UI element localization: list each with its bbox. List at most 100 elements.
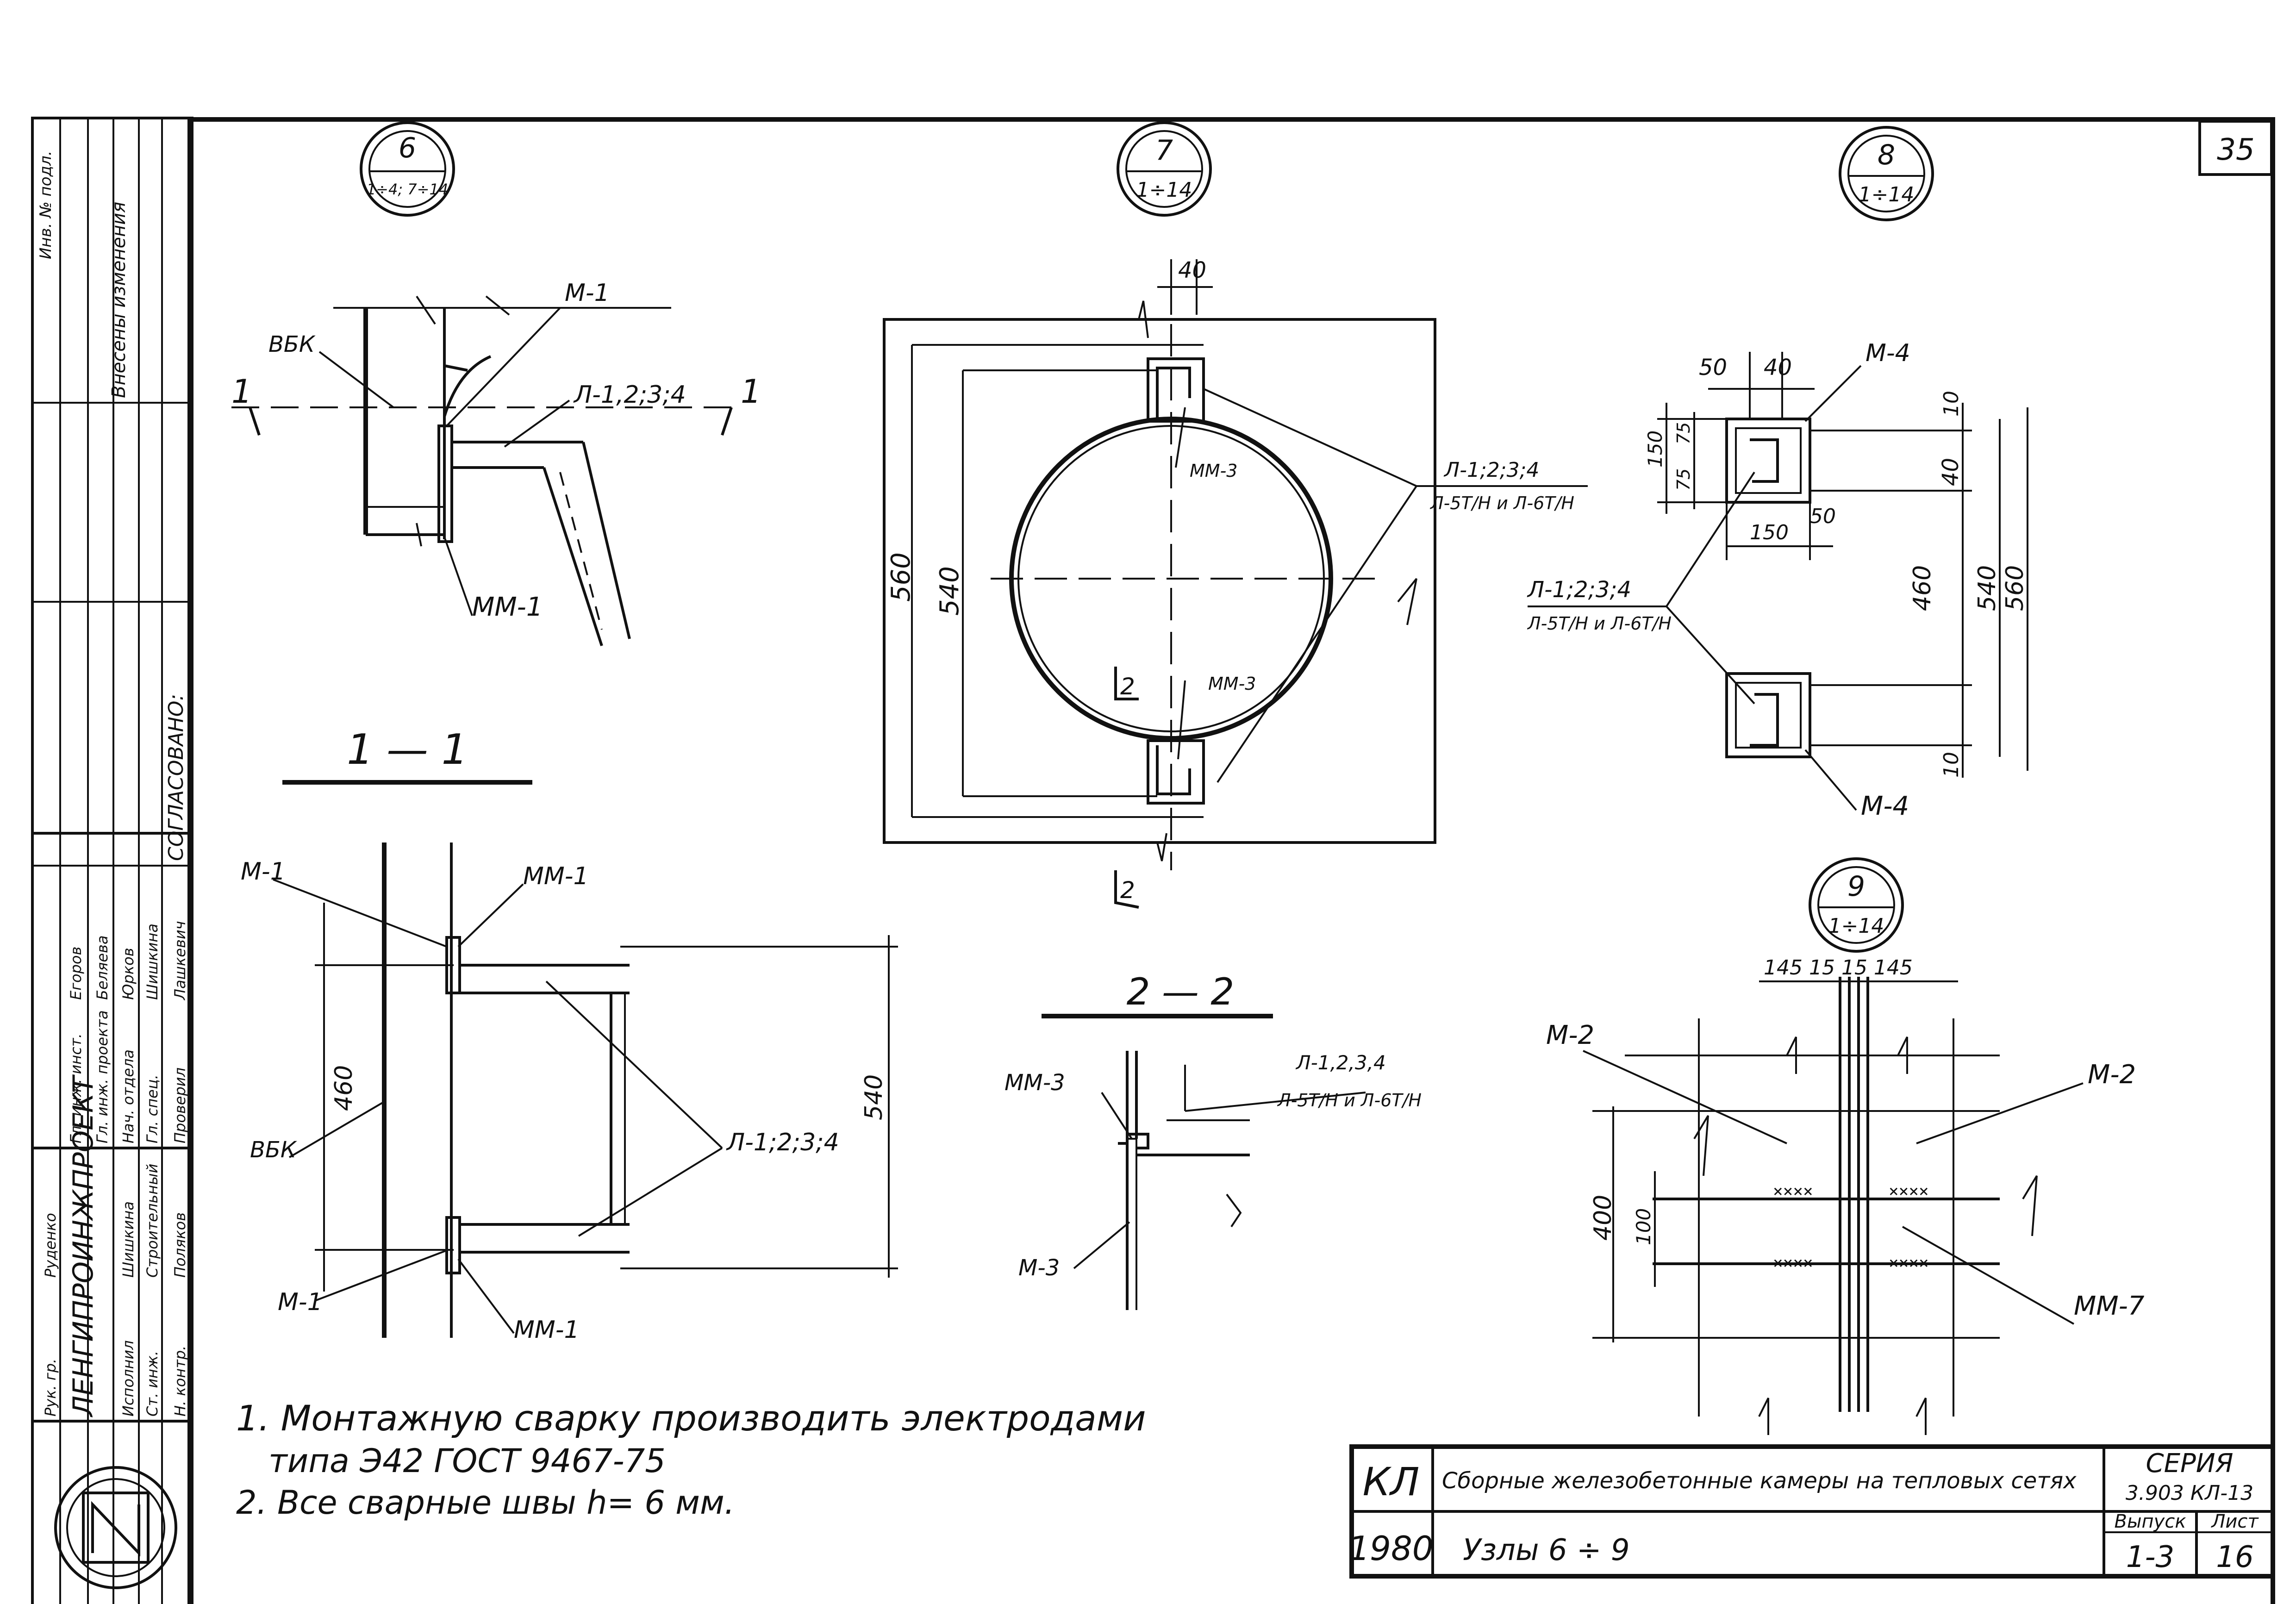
node9-m2-right: М-2 <box>2088 1060 2136 1090</box>
stamp-row-name: Беляева <box>94 936 111 1000</box>
callout-7-ref: 1÷14 <box>1136 178 1192 202</box>
series-value: 3.903 КЛ-13 <box>2126 1481 2253 1505</box>
node7-mm3-top: ММ-3 <box>1190 461 1237 481</box>
node7-sec2-bot: 2 <box>1120 877 1135 904</box>
node-6-drawing: 1 1 ВБК М-1 Л-1,2;3;4 ММ-1 <box>231 279 761 646</box>
section11-mm1-bot: ММ-1 <box>514 1316 580 1344</box>
stamp-org: ЛЕНГИПРОИНЖПРОЕКТ <box>67 1074 100 1417</box>
stamp-rows: Гл. инж. инст. Егоров Гл. инж. проекта Б… <box>42 921 189 1417</box>
node8-d75b: 75 <box>1673 422 1694 444</box>
node6-l1234: Л-1,2;3;4 <box>573 381 686 409</box>
callout-node-6: 6 1÷4; 7÷14 <box>360 121 455 217</box>
node9-weld-top-left: ×××× <box>1773 1182 1813 1201</box>
node6-mm1: ММ-1 <box>472 592 543 622</box>
node7-l-b: Л-5Т/Н и Л-6Т/Н <box>1429 493 1574 513</box>
callout-8-ref: 1÷14 <box>1859 183 1915 206</box>
notes: 1. Монтажную сварку производить электрод… <box>236 1398 1146 1522</box>
note-line-2: типа Э42 ГОСТ 9467-75 <box>268 1442 666 1480</box>
node8-d50a: 50 <box>1699 355 1727 381</box>
section11-dim540: 540 <box>860 1074 888 1120</box>
stamp-row: Ст. инж. <box>144 1351 161 1417</box>
node8-d10a: 10 <box>1940 391 1963 417</box>
node9-weld-top-right: ×××× <box>1889 1182 1929 1201</box>
node8-d150h: 150 <box>1750 521 1789 544</box>
note-line-3: 2. Все сварные швы h= 6 мм. <box>236 1484 735 1522</box>
stamp-row-name: Поляков <box>171 1212 189 1278</box>
sheet-number: 35 <box>2217 133 2254 167</box>
side-stamp-frame <box>31 117 193 1604</box>
stamp-row-name: Шишкина <box>119 1201 137 1278</box>
node6-vbk: ВБК <box>268 331 316 357</box>
section11-m1-bot: М-1 <box>278 1288 323 1316</box>
node-7-drawing: 40 560 540 ММ-3 ММ-3 Л-1;2;3;4 Л-5Т/Н и … <box>883 257 1588 909</box>
title-code: КЛ <box>1363 1459 1420 1504</box>
title-subtitle: Узлы 6 ÷ 9 <box>1463 1533 1630 1567</box>
node8-d40: 40 <box>1764 355 1792 381</box>
sheet-frame <box>187 117 2275 1604</box>
section11-m1-top: М-1 <box>241 858 286 886</box>
title-main: Сборные железобетонные камеры на тепловы… <box>1442 1468 2077 1494</box>
node9-weld-bot-right: ×××× <box>1889 1254 1929 1273</box>
node8-d75: 75 <box>1673 468 1694 491</box>
stamp-row: Гл. инж. проекта <box>94 1010 111 1143</box>
callout-node-8: 8 1÷14 <box>1839 126 1934 221</box>
node8-d150v: 150 <box>1644 431 1666 468</box>
sheet-value: 16 <box>2216 1540 2253 1574</box>
stamp-row: Рук. гр. <box>42 1359 59 1417</box>
stamp-row: Проверил <box>171 1067 189 1143</box>
stamp-changes: Внесены изменения <box>108 202 130 398</box>
node-8-drawing: 50 40 150 75 75 150 50 10 40 460 540 560… <box>1527 339 2029 821</box>
node8-d460: 460 <box>1909 565 1936 611</box>
node7-dim560: 560 <box>886 552 916 602</box>
title-block: КЛ 1980 Сборные железобетонные камеры на… <box>1348 1444 2275 1579</box>
node-9-drawing: ×××× ×××× ×××× ×××× 400 100 145 15 15 14… <box>1546 956 2145 1435</box>
node9-weld-bot-left: ×××× <box>1773 1254 1813 1273</box>
series-label: СЕРИЯ <box>2146 1448 2233 1479</box>
stamp-row: Нач. отдела <box>119 1049 137 1143</box>
node9-d400: 400 <box>1589 1195 1617 1241</box>
node6-m1: М-1 <box>565 279 610 307</box>
node7-dim40: 40 <box>1178 257 1206 283</box>
stamp-row-name: Егоров <box>67 947 85 1000</box>
node8-m4-bot: М-4 <box>1861 791 1909 821</box>
callout-6-ref: 1÷4; 7÷14 <box>367 181 448 198</box>
callout-9-ref: 1÷14 <box>1828 914 1884 938</box>
stamp-row: Н. контр. <box>171 1346 189 1417</box>
stamp-row: Гл. инж. инст. <box>67 1033 85 1143</box>
section22-mm3: ММ-3 <box>1004 1070 1065 1096</box>
org-logo <box>54 1466 177 1589</box>
note-line-1: 1. Монтажную сварку производить электрод… <box>236 1398 1146 1439</box>
stamp-inv: Инв. № подл. <box>37 150 55 259</box>
section-2-2-drawing: 2 — 2 Л-1,2,3,4 Л-5Т/Н и Л-6Т/Н ММ-3 М-3 <box>1004 970 1422 1310</box>
stamp-row-name: Юрков <box>119 948 137 1000</box>
node7-dim540: 540 <box>935 566 965 616</box>
stamp-agreed: СОГЛАСОВАНО: <box>164 694 188 861</box>
node8-d560: 560 <box>2001 565 2029 611</box>
stamp-row: Гл. спец. <box>144 1074 161 1143</box>
sheet-label: Лист <box>2210 1511 2259 1532</box>
section11-l1234: Л-1;2;3;4 <box>726 1129 839 1156</box>
issue-label: Выпуск <box>2115 1511 2186 1532</box>
stamp-row: Исполнил <box>119 1340 137 1417</box>
section11-dim460: 460 <box>330 1065 358 1111</box>
callout-9-num: 9 <box>1847 870 1865 903</box>
node7-sec2-top: 2 <box>1120 673 1135 700</box>
node9-m2-left: М-2 <box>1546 1020 1594 1050</box>
callout-7-num: 7 <box>1155 134 1173 167</box>
node7-l-a: Л-1;2;3;4 <box>1443 458 1539 482</box>
section22-title: 2 — 2 <box>1127 970 1235 1013</box>
section11-mm1-top: ММ-1 <box>523 862 589 890</box>
node8-d10b: 10 <box>1940 752 1963 778</box>
node9-dims: 145 15 15 145 <box>1764 956 1913 980</box>
stamp-row-name: Руденко <box>42 1213 59 1278</box>
sheet-number-box: 35 <box>2198 120 2273 176</box>
section22-l-a: Л-1,2,3,4 <box>1295 1051 1386 1074</box>
stamp-row-name: Шишкина <box>144 924 161 1000</box>
node8-l-a: Л-1;2;3;4 <box>1527 577 1631 603</box>
node8-d50b: 50 <box>1810 505 1836 528</box>
node8-d540: 540 <box>1973 565 2001 611</box>
node8-d40v: 40 <box>1938 458 1964 486</box>
title-year: 1980 <box>1348 1529 1433 1568</box>
stamp-row-name: Лашкевич <box>171 921 189 1000</box>
